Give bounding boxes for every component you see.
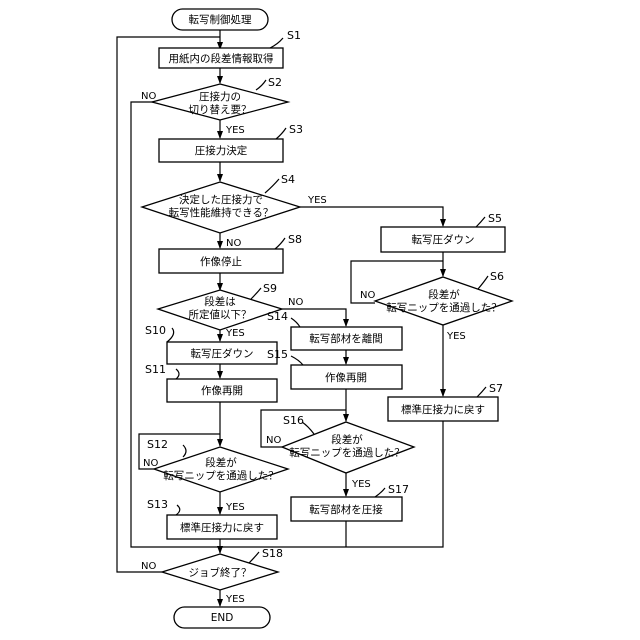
svg-text:転写圧ダウン: 転写圧ダウン [191,347,254,360]
svg-text:S6: S6 [490,270,504,283]
svg-text:S9: S9 [263,282,277,295]
svg-text:S17: S17 [388,483,409,496]
svg-text:転写ニップを通過した？: 転写ニップを通過した？ [163,470,279,482]
svg-text:転写ニップを通過した？: 転写ニップを通過した？ [386,302,502,314]
svg-text:S1: S1 [287,29,301,42]
svg-text:段差が: 段差が [428,288,460,301]
svg-text:転写ニップを通過した？: 転写ニップを通過した？ [289,447,405,459]
svg-text:段差が: 段差が [331,433,363,446]
svg-text:転写圧ダウン: 転写圧ダウン [412,233,475,246]
svg-text:決定した圧接力で: 決定した圧接力で [179,193,263,206]
svg-text:S10: S10 [145,324,166,337]
svg-text:S4: S4 [281,173,295,186]
svg-text:S18: S18 [262,547,283,560]
svg-text:YES: YES [446,331,466,342]
svg-text:所定値以下？: 所定値以下？ [189,308,252,321]
svg-text:YES: YES [351,479,371,490]
node-s18: ジョブ終了？ [162,554,278,590]
node-s13: 標準圧接力に戻す [167,515,277,539]
node-s5: 転写圧ダウン [381,227,505,252]
node-s3: 圧接力決定 [159,139,283,162]
svg-text:NO: NO [266,435,281,446]
svg-text:作像再開: 作像再開 [201,385,243,397]
svg-text:作像停止: 作像停止 [200,255,242,268]
svg-text:S16: S16 [283,414,304,427]
svg-text:S7: S7 [489,382,503,395]
svg-text:END: END [211,612,234,624]
node-s12: 段差が 転写ニップを通過した？ [154,447,288,492]
svg-text:作像再開: 作像再開 [325,372,367,384]
svg-text:S15: S15 [267,348,288,361]
svg-text:YES: YES [225,125,245,136]
svg-text:NO: NO [360,290,375,301]
svg-text:S5: S5 [488,212,502,225]
node-s16: 段差が 転写ニップを通過した？ [282,422,414,473]
svg-text:S3: S3 [289,123,303,136]
svg-text:圧接力の: 圧接力の [199,90,241,103]
svg-text:S2: S2 [268,76,282,89]
node-s8: 作像停止 [159,249,283,273]
svg-text:S8: S8 [288,233,302,246]
svg-text:NO: NO [141,91,156,102]
node-s15: 作像再開 [291,365,402,389]
node-s1: 用紙内の段差情報取得 [159,48,283,68]
node-s11: 作像再開 [167,379,277,402]
node-s4: 決定した圧接力で 転写性能維持できる？ [142,182,300,233]
svg-text:YES: YES [307,195,327,206]
svg-text:S11: S11 [145,363,166,376]
node-s6: 段差が 転写ニップを通過した？ [375,277,512,325]
svg-text:ジョブ終了？: ジョブ終了？ [189,566,252,579]
svg-text:NO: NO [143,458,158,469]
svg-text:S12: S12 [147,438,168,451]
svg-text:段差が: 段差が [205,456,237,469]
svg-text:標準圧接力に戻す: 標準圧接力に戻す [401,403,485,416]
svg-text:圧接力決定: 圧接力決定 [195,144,248,157]
svg-text:用紙内の段差情報取得: 用紙内の段差情報取得 [169,52,274,65]
node-s2: 圧接力の 切り替え要？ [152,84,288,120]
node-s9: 段差は 所定値以下？ [158,290,282,330]
svg-text:段差は: 段差は [204,295,236,308]
node-s7: 標準圧接力に戻す [388,397,498,421]
svg-text:NO: NO [141,561,156,572]
node-end: END [174,607,270,628]
svg-text:転写性能維持できる？: 転写性能維持できる？ [169,206,274,219]
node-s14: 転写部材を離間 [291,327,402,350]
svg-text:S14: S14 [267,310,288,323]
svg-text:YES: YES [225,328,245,339]
svg-text:YES: YES [225,594,245,605]
svg-text:S13: S13 [147,498,168,511]
svg-text:標準圧接力に戻す: 標準圧接力に戻す [180,521,264,534]
svg-text:NO: NO [288,297,303,308]
node-s17: 転写部材を圧接 [291,497,402,521]
svg-text:転写部材を圧接: 転写部材を圧接 [309,503,383,516]
node-s10: 転写圧ダウン [167,342,277,364]
svg-text:YES: YES [225,502,245,513]
node-start: 転写制御処理 [172,9,268,30]
svg-text:転写部材を離間: 転写部材を離間 [309,332,383,345]
svg-text:NO: NO [226,238,241,249]
svg-text:転写制御処理: 転写制御処理 [189,13,252,26]
svg-text:切り替え要？: 切り替え要？ [189,103,252,116]
